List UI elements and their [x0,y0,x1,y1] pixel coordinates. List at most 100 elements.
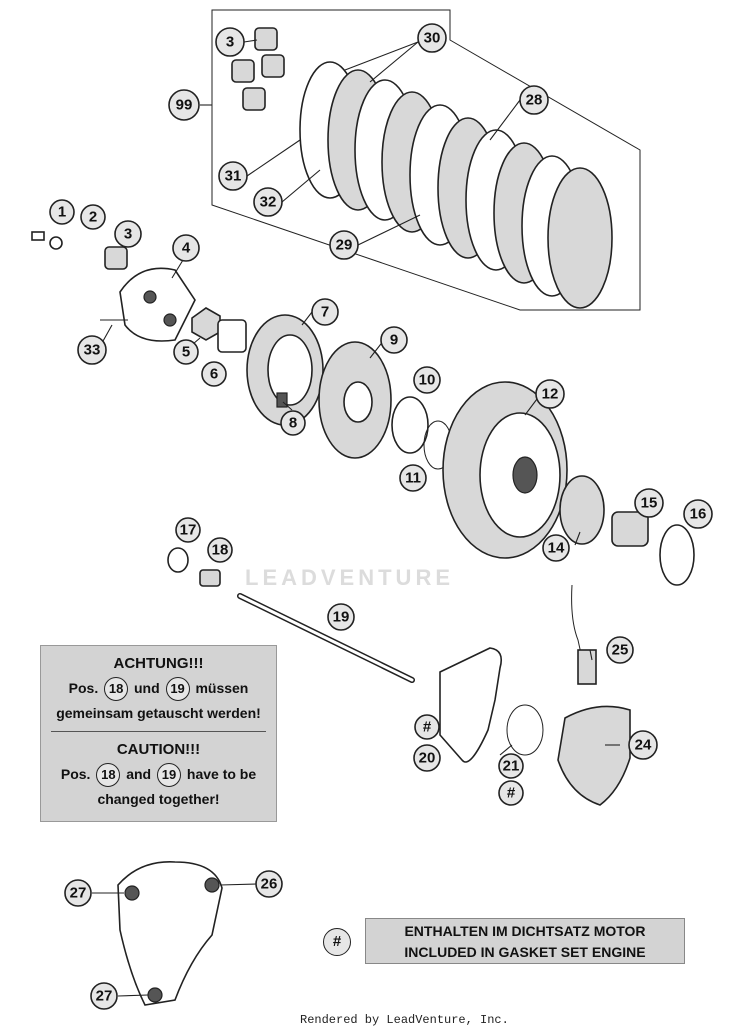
callout: 4 [172,234,200,262]
callout: 3 [215,27,245,57]
callout: 25 [606,636,634,664]
notice-de-line1: Pos. 18 und 19 müssen [41,676,276,701]
callout: 18 [207,537,233,563]
callout: 14 [542,534,570,562]
notice-en-line1: Pos. 18 and 19 have to be [41,762,276,787]
slave-cylinder [557,705,631,806]
thrust-washer [391,396,429,454]
svg-text:2: 2 [89,209,97,226]
washer-16 [659,524,695,586]
callout: 24 [628,730,658,760]
pressure-plate-assembly [31,231,196,342]
clutch-plate-stack [299,61,613,309]
svg-text:99: 99 [176,97,193,114]
svg-text:29: 29 [336,237,353,254]
svg-text:3: 3 [226,34,234,51]
svg-text:15: 15 [641,495,658,512]
callout: 20 [413,744,441,772]
svg-text:33: 33 [84,342,101,359]
callout: 27 [90,982,118,1010]
svg-text:30: 30 [424,30,441,47]
callout: 30 [417,23,447,53]
callout: 27 [64,879,92,907]
caution-notice: ACHTUNG!!! Pos. 18 und 19 müssen gemeins… [40,645,277,822]
svg-text:10: 10 [419,372,436,389]
callout: 17 [175,517,201,543]
svg-text:9: 9 [390,332,398,349]
clutch-springs [231,27,285,111]
slave-piston [199,569,221,587]
o-ring [506,704,544,756]
gasket-set-note: ENTHALTEN IM DICHTSATZ MOTOR INCLUDED IN… [365,918,685,964]
gasket [439,647,503,763]
callout: 33 [77,335,107,365]
render-credit: Rendered by LeadVenture, Inc. [300,1013,509,1027]
callout: 1 [49,199,75,225]
svg-text:24: 24 [635,737,652,754]
svg-text:19: 19 [333,609,350,626]
svg-text:18: 18 [212,542,229,559]
seal-ring [167,547,189,573]
svg-text:32: 32 [260,194,277,211]
svg-text:7: 7 [321,304,329,321]
callout: 26 [255,870,283,898]
callout: 15 [634,488,664,518]
svg-text:#: # [423,719,432,736]
callout: # [498,780,524,806]
primary-gear [559,475,605,545]
svg-text:28: 28 [526,92,543,109]
kit-outline [211,9,641,311]
svg-text:17: 17 [180,522,197,539]
watermark: LEADVENTURE [245,565,455,590]
svg-text:16: 16 [690,506,707,523]
callout: 8 [280,410,306,436]
svg-text:8: 8 [289,415,297,432]
svg-text:4: 4 [182,240,191,257]
callout: 10 [413,366,441,394]
svg-text:#: # [507,785,516,802]
needle-bearing [611,511,649,547]
svg-text:27: 27 [70,885,87,902]
notice-en-title: CAUTION!!! [116,741,201,758]
svg-text:11: 11 [405,470,421,487]
callout: 9 [380,326,408,354]
callout: 11 [399,464,427,492]
clutch-hub [318,341,392,459]
callout: 3 [114,220,142,248]
svg-text:31: 31 [225,168,242,185]
slave-cylinder-cover [117,861,223,1006]
callout: 31 [218,161,248,191]
hydraulic-hose [571,584,586,673]
svg-text:20: 20 [419,750,436,767]
callout: 5 [173,339,199,365]
svg-text:3: 3 [124,226,132,243]
banjo-fitting [577,649,597,685]
callout: 29 [329,230,359,260]
gasket-symbol: # [323,928,351,956]
svg-text:21: 21 [503,758,520,775]
svg-text:25: 25 [612,642,629,659]
callout: 32 [253,187,283,217]
svg-text:26: 26 [261,876,278,893]
callout: 19 [327,603,355,631]
callout: 16 [683,499,713,529]
callout: 2 [80,204,106,230]
callout: 6 [201,361,227,387]
notice-en-line2: changed together! [97,791,220,807]
nut-and-lock-washer [191,307,247,353]
callout: 99 [168,89,200,121]
callout: 12 [535,379,565,409]
callout: 21 [498,753,524,779]
svg-text:6: 6 [210,366,218,383]
needle-roller [276,392,288,408]
svg-text:12: 12 [542,386,559,403]
callout: 7 [311,298,339,326]
callout: 28 [519,85,549,115]
callout: # [414,714,440,740]
outer-clutch-basket [442,381,568,559]
svg-text:14: 14 [548,540,565,557]
svg-text:1: 1 [58,204,66,221]
notice-de-line2: gemeinsam getauscht werden! [56,705,261,721]
svg-text:27: 27 [96,988,113,1005]
